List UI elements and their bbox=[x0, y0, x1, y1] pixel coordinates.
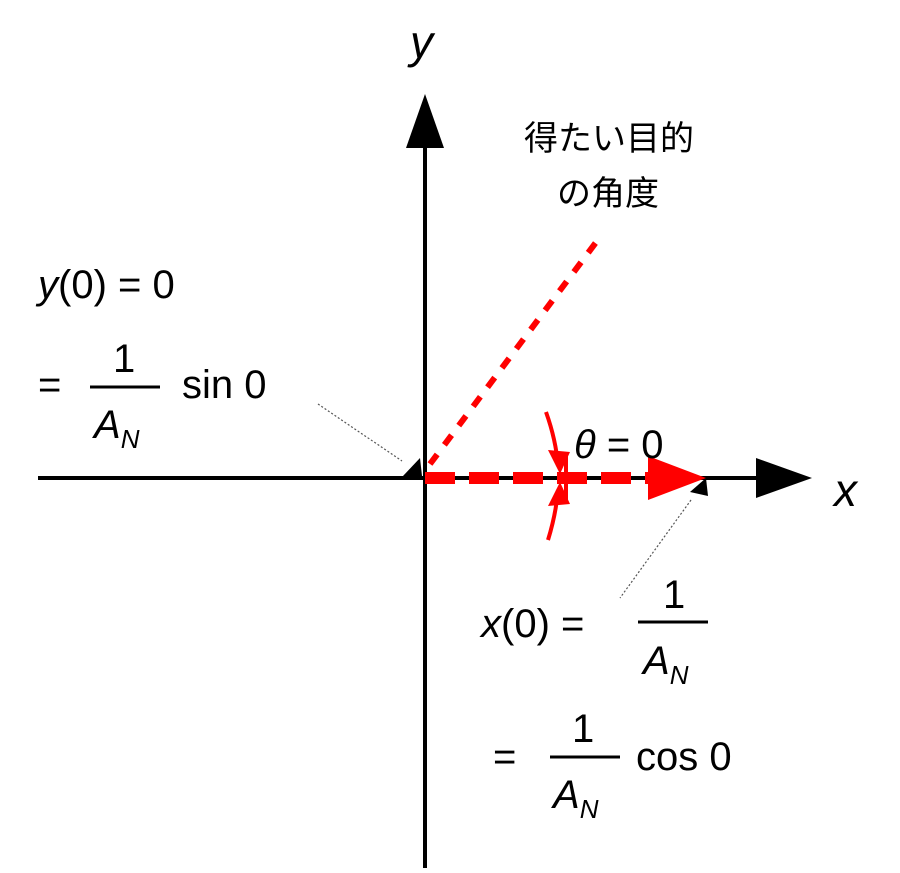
x-eq-leader-line bbox=[619, 499, 692, 599]
x-eq-numerator: 1 bbox=[663, 573, 685, 617]
target-angle-label-line2: の角度 bbox=[557, 174, 659, 214]
y-axis-arrowhead bbox=[406, 94, 444, 148]
y-eq-numerator: 1 bbox=[113, 337, 135, 381]
y-eq-equals: = bbox=[38, 363, 61, 407]
target-angle-label-line1: 得たい目的 bbox=[524, 119, 694, 159]
theta-label: θ = 0 bbox=[574, 423, 664, 467]
unit-vector-arrowhead bbox=[648, 456, 706, 500]
x-eq-denominator-2: AN bbox=[551, 773, 599, 824]
theta-arrowhead-lower bbox=[548, 482, 570, 506]
x-eq-denominator: AN bbox=[641, 639, 689, 690]
origin-pointer-arrowhead bbox=[403, 458, 422, 476]
y-eq-function: sin 0 bbox=[182, 363, 267, 407]
x-axis-label: x bbox=[832, 464, 859, 516]
y-eq-leader-line bbox=[317, 403, 403, 462]
target-angle-line bbox=[427, 239, 600, 466]
x-eq-function: cos 0 bbox=[636, 735, 732, 779]
x-axis-arrowhead bbox=[756, 458, 812, 498]
x-eq-lhs: x(0) = bbox=[479, 602, 584, 646]
x-eq-numerator-2: 1 bbox=[572, 707, 594, 751]
tip-pointer-arrowhead bbox=[690, 478, 708, 496]
y-axis-label: y bbox=[407, 16, 436, 68]
x-eq-equals: = bbox=[493, 735, 516, 779]
theta-arrowhead-upper bbox=[548, 450, 570, 474]
y-eq-denominator: AN bbox=[92, 403, 140, 454]
y-eq-lhs: y(0) = 0 bbox=[35, 263, 175, 307]
